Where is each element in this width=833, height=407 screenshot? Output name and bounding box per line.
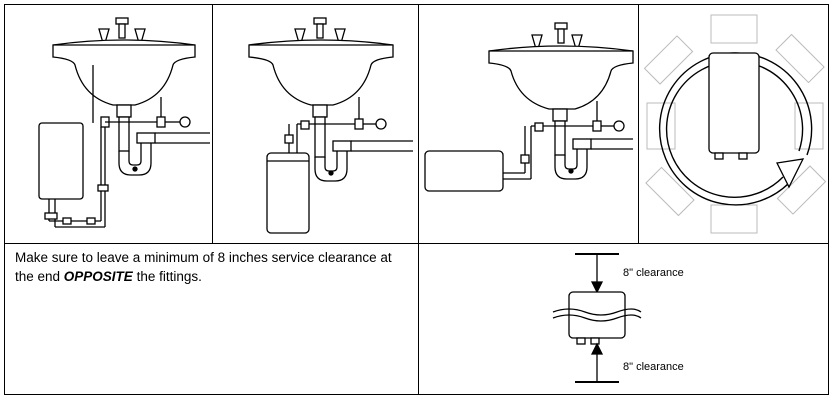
panel-clearance-diagram: 8" clearance 8" clearance: [418, 243, 829, 395]
note-text-before: Make sure to leave a minimum of 8 inches…: [15, 250, 392, 284]
note-emphasis: OPPOSITE: [63, 269, 133, 284]
wall-mount-illustration: [38, 17, 210, 228]
rotation-illustration: [643, 14, 827, 234]
panel-clearance-note: Make sure to leave a minimum of 8 inches…: [4, 243, 419, 395]
panel-floor-standing: [212, 4, 419, 244]
bottom-clearance-label: 8" clearance: [623, 361, 684, 373]
horizontal-mount-illustration: [424, 22, 634, 192]
panel-rotation: [638, 4, 829, 244]
note-text-after: the fittings.: [132, 269, 202, 284]
clearance-illustration: 8" clearance 8" clearance: [552, 253, 684, 383]
panel-horizontal-mount: [418, 4, 639, 244]
clearance-note: Make sure to leave a minimum of 8 inches…: [15, 248, 410, 286]
panel-wall-mount: [4, 4, 213, 244]
floor-standing-illustration: [248, 17, 413, 234]
top-clearance-label: 8" clearance: [623, 267, 684, 279]
